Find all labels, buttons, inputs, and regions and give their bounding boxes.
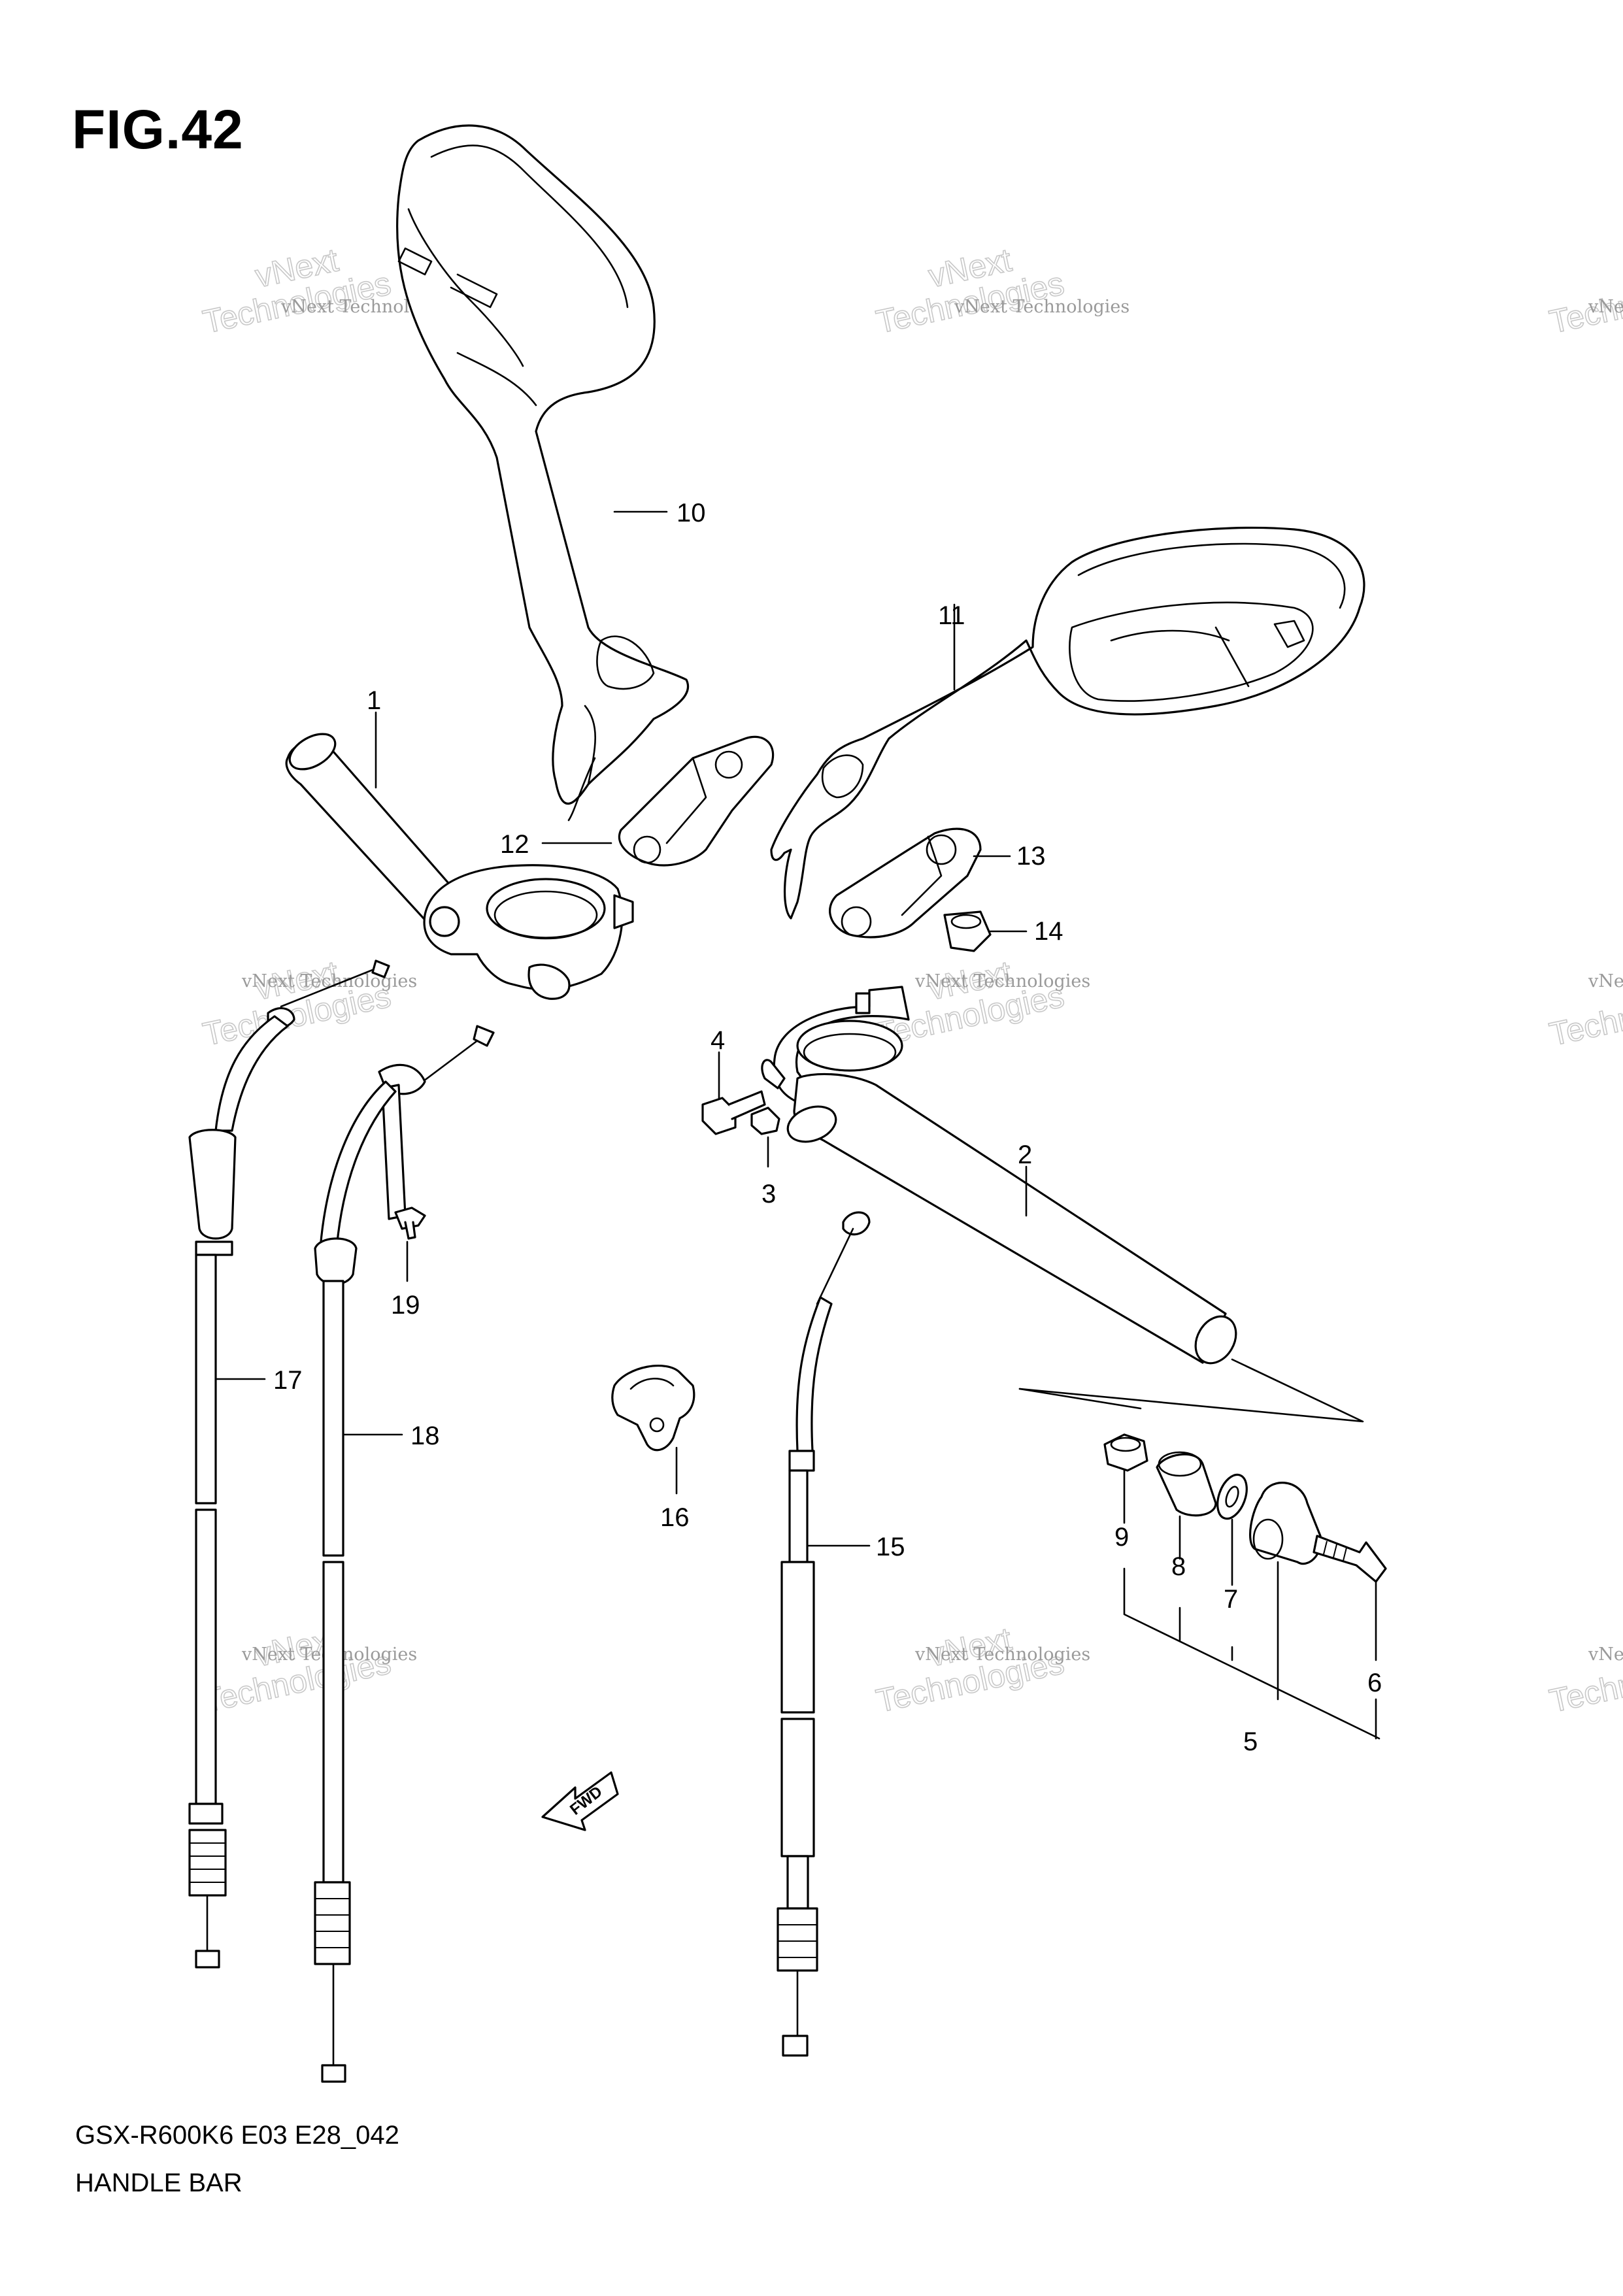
callout-14: 14	[1034, 917, 1063, 946]
callout-3: 3	[761, 1180, 776, 1208]
callout-13: 13	[1016, 842, 1046, 871]
part-15-clutch-cable	[777, 1211, 871, 2057]
part-5-balancer-weight	[1249, 1482, 1322, 1565]
callout-4: 4	[711, 1026, 725, 1055]
callout-5: 5	[1243, 1727, 1258, 1756]
svg-text:vNext: vNext	[1588, 1644, 1623, 1665]
watermark: Technologies vNext vNext Technologies	[873, 241, 1129, 341]
callout-11: 11	[938, 601, 965, 630]
callout-18: 18	[410, 1422, 440, 1450]
fwd-direction-arrow: FWD	[541, 1771, 619, 1831]
watermark: Technologies vNext	[1546, 264, 1623, 341]
callout-12: 12	[500, 830, 529, 859]
part-9-bolt	[1103, 1433, 1148, 1472]
part-12-left-mirror-holder	[618, 735, 775, 867]
part-16-cable-clamp	[611, 1365, 695, 1452]
callout-2: 2	[1018, 1140, 1032, 1169]
handlebar-end-leader	[1018, 1358, 1364, 1423]
watermark: Technologies vNext vNext Technologies	[199, 1620, 417, 1720]
part-4-bolt	[701, 1090, 766, 1135]
svg-text:vNext Technologies: vNext Technologies	[954, 297, 1129, 317]
watermark: Technologies vNext vNext Technologies	[873, 1620, 1090, 1720]
watermark: Technologies vNext	[1546, 971, 1623, 1054]
watermark: Technologies vNext	[1546, 1643, 1623, 1720]
part-3-bolt	[750, 1106, 780, 1135]
part-19-screw	[394, 1206, 426, 1240]
callout-9: 9	[1114, 1523, 1129, 1552]
part-2-right-handlebar	[761, 986, 1237, 1365]
figure-title: FIG.42	[72, 99, 244, 160]
model-code: GSX-R600K6 E03 E28_042	[75, 2121, 399, 2150]
callout-7: 7	[1224, 1585, 1238, 1614]
balancer-bracket-lines	[1123, 1469, 1380, 1740]
svg-text:vNext Technologies: vNext Technologies	[241, 971, 417, 991]
part-17-throttle-cable	[188, 959, 390, 1969]
callout-8: 8	[1171, 1552, 1186, 1581]
callout-numbers: 1 2 3 4 5 6 7 8 9 10 11 12 13 14 15 16 1…	[273, 499, 1382, 1756]
callout-15: 15	[876, 1533, 905, 1561]
watermark-group: Technologies vNext vNext Technologies Te…	[199, 241, 1623, 1720]
svg-text:vNext Technologies: vNext Technologies	[914, 971, 1090, 991]
part-11-right-mirror	[770, 526, 1365, 920]
diagram-caption: HANDLE BAR	[75, 2169, 243, 2197]
callout-17: 17	[273, 1366, 303, 1395]
part-14-nut	[943, 910, 992, 952]
svg-text:vNext: vNext	[1588, 297, 1623, 317]
svg-text:vNext: vNext	[1588, 971, 1623, 991]
part-1-left-handlebar	[285, 733, 634, 1000]
callout-10: 10	[677, 499, 706, 527]
svg-text:vNext Technologies: vNext Technologies	[914, 1644, 1090, 1665]
part-7-washer	[1216, 1473, 1248, 1520]
callout-1: 1	[367, 686, 381, 715]
part-6-screw	[1313, 1535, 1387, 1583]
part-13-right-mirror-holder	[829, 827, 982, 939]
callout-16: 16	[660, 1503, 690, 1532]
callout-6: 6	[1367, 1669, 1382, 1697]
callout-leaders	[214, 510, 1028, 1547]
part-10-left-mirror	[395, 124, 690, 822]
part-18-throttle-cable	[314, 1025, 495, 2083]
callout-19: 19	[391, 1291, 420, 1320]
part-8-spacer	[1156, 1451, 1217, 1517]
